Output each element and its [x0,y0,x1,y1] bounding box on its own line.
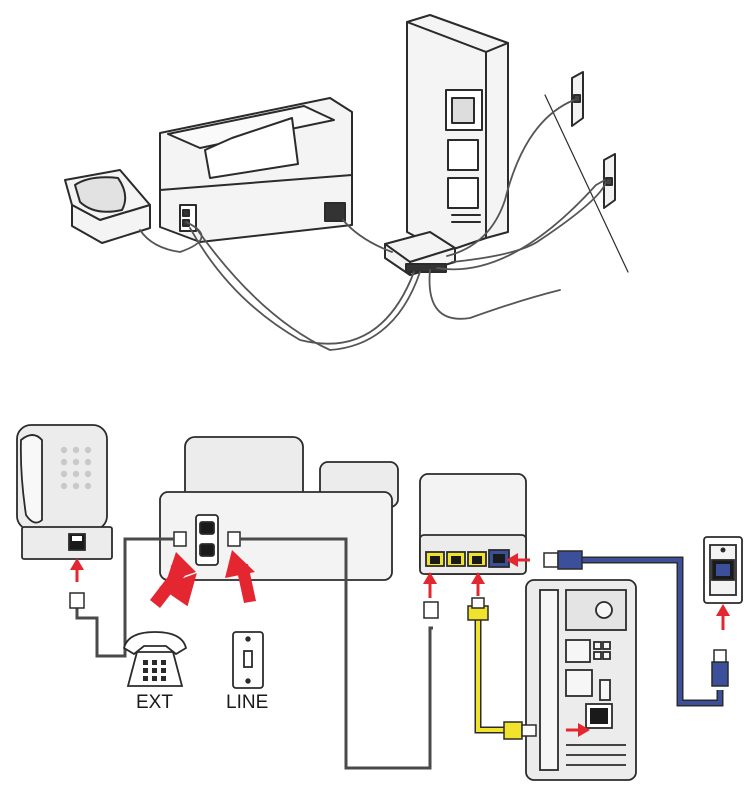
ext-icon-keypad [143,660,166,681]
computer-tower-top [406,14,509,253]
arrow-into-telephone-icon [70,558,84,582]
router-device [419,473,527,575]
bottom-diagram: EXT LINE [16,424,743,781]
ext-telephone-icon [122,631,188,687]
wall-jack-bottom [603,153,616,209]
red-arrow-ext-icon [150,552,197,608]
printer-line-plug [227,531,241,547]
wall-edge-line [544,94,629,273]
arrow-into-computer-port-icon [566,723,590,737]
phone-cable-ext [75,537,174,658]
ethernet-cable-blue [543,550,729,707]
top-illustration [64,14,629,351]
telephone-device [16,424,113,560]
line-label: LINE [226,692,268,713]
printer-ext-port [199,521,215,535]
telephone-cable-plug [69,592,85,609]
arrow-into-router-port-3-icon [471,572,485,596]
printer-ext-plug [173,531,187,547]
computer-tower-device [525,579,637,781]
arrow-into-router-port-1-icon [423,572,437,598]
arrow-into-wall-jack-icon [716,604,730,630]
wall-jack-device [703,536,743,604]
printer-top [159,97,353,243]
cables-top [139,99,607,351]
red-arrow-line-icon [225,550,256,603]
phone-cable-line [240,537,433,770]
ethernet-cable-yellow [467,597,537,740]
printer-device [159,436,399,581]
computer-usb-ports [593,641,611,660]
line-wall-jack-icon [232,631,264,689]
ext-label: EXT [136,692,173,713]
splitter-cable-plug [423,601,439,619]
splitter-top [384,231,456,276]
arrow-into-router-wan-icon [506,553,530,567]
printer-line-port [199,543,215,557]
wall-jack-top [571,71,584,127]
telephone-keypad [60,446,92,490]
telephone-top [64,169,151,244]
